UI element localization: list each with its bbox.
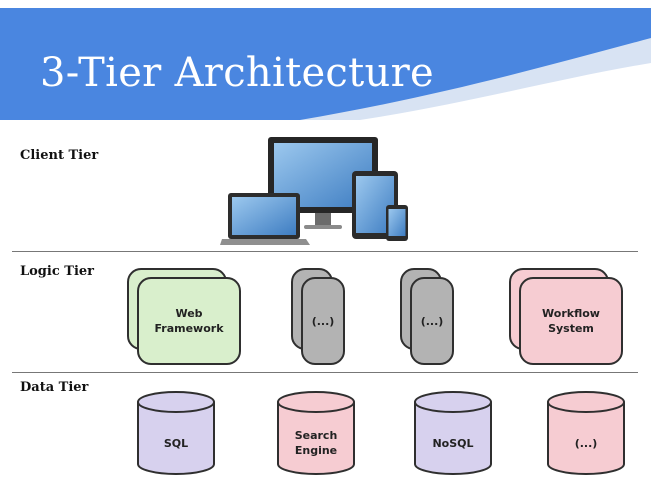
placeholder-database: (...): [546, 390, 626, 476]
database-label: (...): [574, 436, 598, 450]
web-framework-component: Web Framework: [127, 268, 243, 368]
component-label: (...): [301, 277, 345, 365]
placeholder-component: (...): [291, 268, 347, 368]
nosql-database: NoSQL: [413, 390, 493, 476]
sql-database: SQL: [136, 390, 216, 476]
component-label: (...): [410, 277, 454, 365]
laptop-icon: [220, 193, 310, 245]
placeholder-component: (...): [400, 268, 456, 368]
database-cylinder-icon: [414, 391, 492, 475]
database-cylinder-icon: [137, 391, 215, 475]
component-label: Web Framework: [137, 277, 241, 365]
workflow-system-component: Workflow System: [509, 268, 625, 368]
tier-divider: [12, 372, 638, 373]
database-cylinder-icon: [277, 391, 355, 475]
component-label: Workflow System: [519, 277, 623, 365]
database-label: Search Engine: [294, 429, 338, 457]
banner-swoosh: [300, 38, 651, 120]
client-tier-label: Client Tier: [20, 148, 99, 163]
database-cylinder-icon: [547, 391, 625, 475]
phone-icon: [386, 205, 408, 241]
database-label: NoSQL: [432, 436, 474, 450]
page-title: 3-Tier Architecture: [40, 50, 434, 96]
logic-tier-label: Logic Tier: [20, 264, 95, 279]
devices-icon: [220, 137, 408, 245]
data-tier-label: Data Tier: [20, 380, 89, 395]
title-banner: 3-Tier Architecture: [0, 8, 651, 120]
database-label: SQL: [163, 436, 189, 450]
tier-divider: [12, 251, 638, 252]
search-engine-database: Search Engine: [276, 390, 356, 476]
